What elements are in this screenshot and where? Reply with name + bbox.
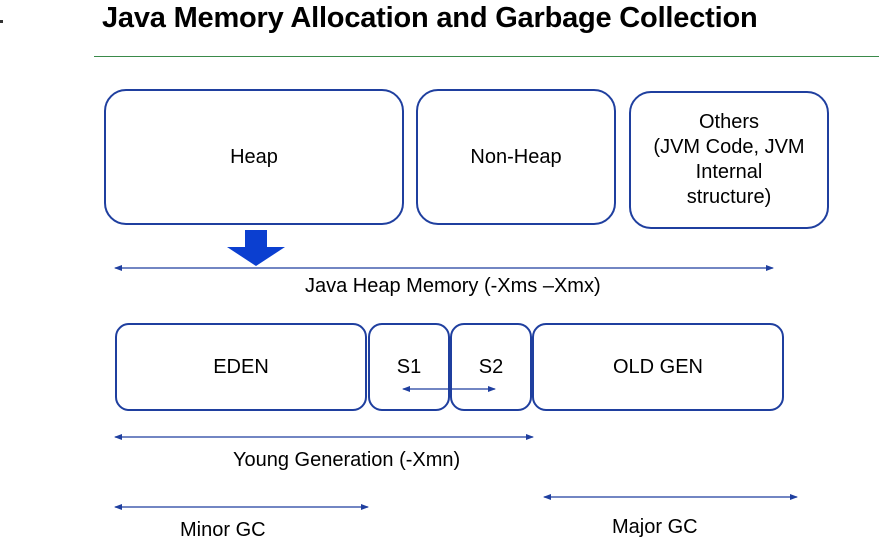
java-heap-memory-label: Java Heap Memory (-Xms –Xmx) <box>305 275 601 297</box>
heap-label: Heap <box>230 145 278 168</box>
s2-box: S2 <box>450 323 532 411</box>
bullet-dot <box>0 20 3 23</box>
heap-box: Heap <box>104 89 404 225</box>
title-divider <box>94 56 879 57</box>
eden-box: EDEN <box>115 323 367 411</box>
others-box: Others (JVM Code, JVM Internal structure… <box>629 91 829 229</box>
major-gc-label: Major GC <box>612 516 698 538</box>
page-title: Java Memory Allocation and Garbage Colle… <box>102 2 758 34</box>
minor-gc-label: Minor GC <box>180 519 266 541</box>
old-gen-box: OLD GEN <box>532 323 784 411</box>
young-generation-label: Young Generation (-Xmn) <box>233 449 461 471</box>
non-heap-label: Non-Heap <box>470 145 562 168</box>
non-heap-box: Non-Heap <box>416 89 616 225</box>
s1-label: S1 <box>396 355 422 378</box>
s2-label: S2 <box>478 355 504 378</box>
down-arrow-icon <box>227 230 285 266</box>
eden-label: EDEN <box>213 355 269 378</box>
old-gen-label: OLD GEN <box>612 355 704 378</box>
others-label: Others (JVM Code, JVM Internal structure… <box>653 111 805 208</box>
s1-box: S1 <box>368 323 450 411</box>
